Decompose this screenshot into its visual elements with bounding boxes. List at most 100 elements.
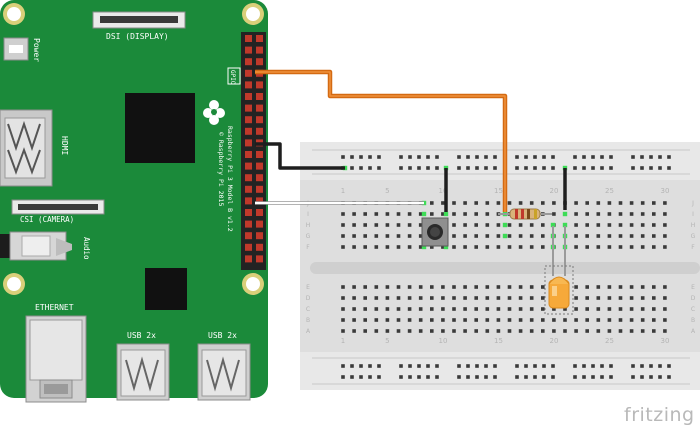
breadboard-hole[interactable] (452, 245, 456, 249)
breadboard-hole[interactable] (618, 285, 623, 289)
breadboard-hole[interactable] (607, 245, 612, 249)
breadboard-hole[interactable] (452, 201, 456, 205)
breadboard-hole[interactable] (485, 329, 490, 333)
breadboard-hole[interactable] (452, 329, 456, 333)
breadboard-hole[interactable] (463, 285, 467, 289)
breadboard-hole[interactable] (441, 212, 445, 216)
breadboard-hole[interactable] (385, 318, 390, 322)
breadboard-hole[interactable] (496, 318, 501, 322)
breadboard-hole[interactable] (407, 212, 412, 216)
breadboard-hole[interactable] (474, 318, 478, 322)
breadboard-hole[interactable] (430, 329, 434, 333)
rail-hole[interactable] (640, 155, 644, 159)
gpio-pin[interactable] (245, 151, 252, 158)
breadboard-hole[interactable] (607, 223, 612, 227)
gpio-pin[interactable] (245, 116, 252, 124)
gpio-pin[interactable] (245, 46, 252, 54)
rail-hole[interactable] (341, 375, 345, 379)
breadboard-hole[interactable] (407, 234, 412, 238)
breadboard-hole[interactable] (574, 234, 578, 238)
rail-hole[interactable] (466, 155, 470, 159)
breadboard-hole[interactable] (452, 212, 456, 216)
rail-hole[interactable] (649, 364, 653, 368)
breadboard-hole[interactable] (352, 234, 356, 238)
breadboard-hole[interactable] (396, 318, 401, 322)
rail-hole[interactable] (591, 375, 595, 379)
breadboard-hole[interactable] (385, 285, 390, 289)
rail-hole[interactable] (658, 375, 662, 379)
rail-hole[interactable] (640, 166, 644, 170)
gpio-pin[interactable] (256, 174, 263, 182)
breadboard-hole[interactable] (541, 234, 545, 238)
breadboard-hole[interactable] (541, 329, 545, 333)
rail-hole[interactable] (649, 375, 653, 379)
breadboard-hole[interactable] (496, 329, 501, 333)
breadboard-hole[interactable] (529, 201, 534, 205)
rail-hole[interactable] (515, 375, 519, 379)
rail-hole[interactable] (341, 364, 345, 368)
breadboard-hole[interactable] (652, 223, 656, 227)
breadboard-hole[interactable] (552, 307, 556, 311)
breadboard-hole[interactable] (529, 307, 534, 311)
breadboard-hole[interactable] (407, 296, 412, 300)
breadboard-hole[interactable] (529, 296, 534, 300)
gpio-pin[interactable] (245, 174, 252, 182)
breadboard-hole[interactable] (574, 223, 578, 227)
breadboard-hole[interactable] (407, 307, 412, 311)
breadboard-hole[interactable] (496, 307, 501, 311)
rail-hole[interactable] (658, 155, 662, 159)
breadboard-hole[interactable] (618, 223, 623, 227)
breadboard-hole[interactable] (441, 285, 445, 289)
rail-hole[interactable] (600, 364, 604, 368)
pushbutton[interactable] (421, 217, 449, 247)
breadboard-hole[interactable] (574, 296, 578, 300)
breadboard-hole[interactable] (518, 296, 523, 300)
breadboard-hole[interactable] (474, 212, 478, 216)
rail-hole[interactable] (582, 364, 586, 368)
breadboard-hole[interactable] (341, 296, 345, 300)
breadboard-hole[interactable] (607, 329, 612, 333)
breadboard-hole[interactable] (485, 285, 490, 289)
breadboard-hole[interactable] (596, 234, 601, 238)
breadboard-hole[interactable] (363, 307, 367, 311)
breadboard-hole[interactable] (496, 223, 501, 227)
breadboard-hole[interactable] (341, 223, 345, 227)
breadboard-hole[interactable] (529, 285, 534, 289)
breadboard-hole[interactable] (607, 212, 612, 216)
rail-hole[interactable] (640, 364, 644, 368)
breadboard-hole[interactable] (529, 245, 534, 249)
rail-hole[interactable] (350, 375, 354, 379)
gpio-pin[interactable] (245, 232, 252, 240)
breadboard-hole[interactable] (341, 234, 345, 238)
rail-hole[interactable] (466, 375, 470, 379)
gpio-pin[interactable] (256, 35, 263, 42)
breadboard-hole[interactable] (607, 296, 612, 300)
breadboard-hole[interactable] (618, 234, 623, 238)
rail-hole[interactable] (591, 364, 595, 368)
rail-hole[interactable] (457, 166, 461, 170)
breadboard-hole[interactable] (474, 245, 478, 249)
rail-hole[interactable] (542, 364, 546, 368)
gpio-pin[interactable] (256, 81, 263, 89)
breadboard-hole[interactable] (352, 223, 356, 227)
breadboard-hole[interactable] (352, 285, 356, 289)
breadboard-hole[interactable] (663, 234, 667, 238)
breadboard-hole[interactable] (374, 285, 379, 289)
rail-hole[interactable] (591, 166, 595, 170)
gpio-pin[interactable] (245, 69, 252, 77)
breadboard-hole[interactable] (374, 329, 379, 333)
breadboard-hole[interactable] (585, 223, 589, 227)
breadboard-hole[interactable] (396, 245, 401, 249)
breadboard-hole[interactable] (574, 201, 578, 205)
breadboard-hole[interactable] (418, 212, 423, 216)
rail-hole[interactable] (368, 166, 372, 170)
breadboard-hole[interactable] (463, 245, 467, 249)
rail-hole[interactable] (350, 166, 354, 170)
gpio-pin[interactable] (245, 243, 252, 251)
breadboard-hole[interactable] (552, 212, 556, 216)
breadboard-hole[interactable] (507, 201, 512, 205)
gpio-pin[interactable] (256, 197, 263, 205)
breadboard-hole[interactable] (441, 296, 445, 300)
rail-hole[interactable] (408, 155, 412, 159)
rail-hole[interactable] (484, 155, 488, 159)
